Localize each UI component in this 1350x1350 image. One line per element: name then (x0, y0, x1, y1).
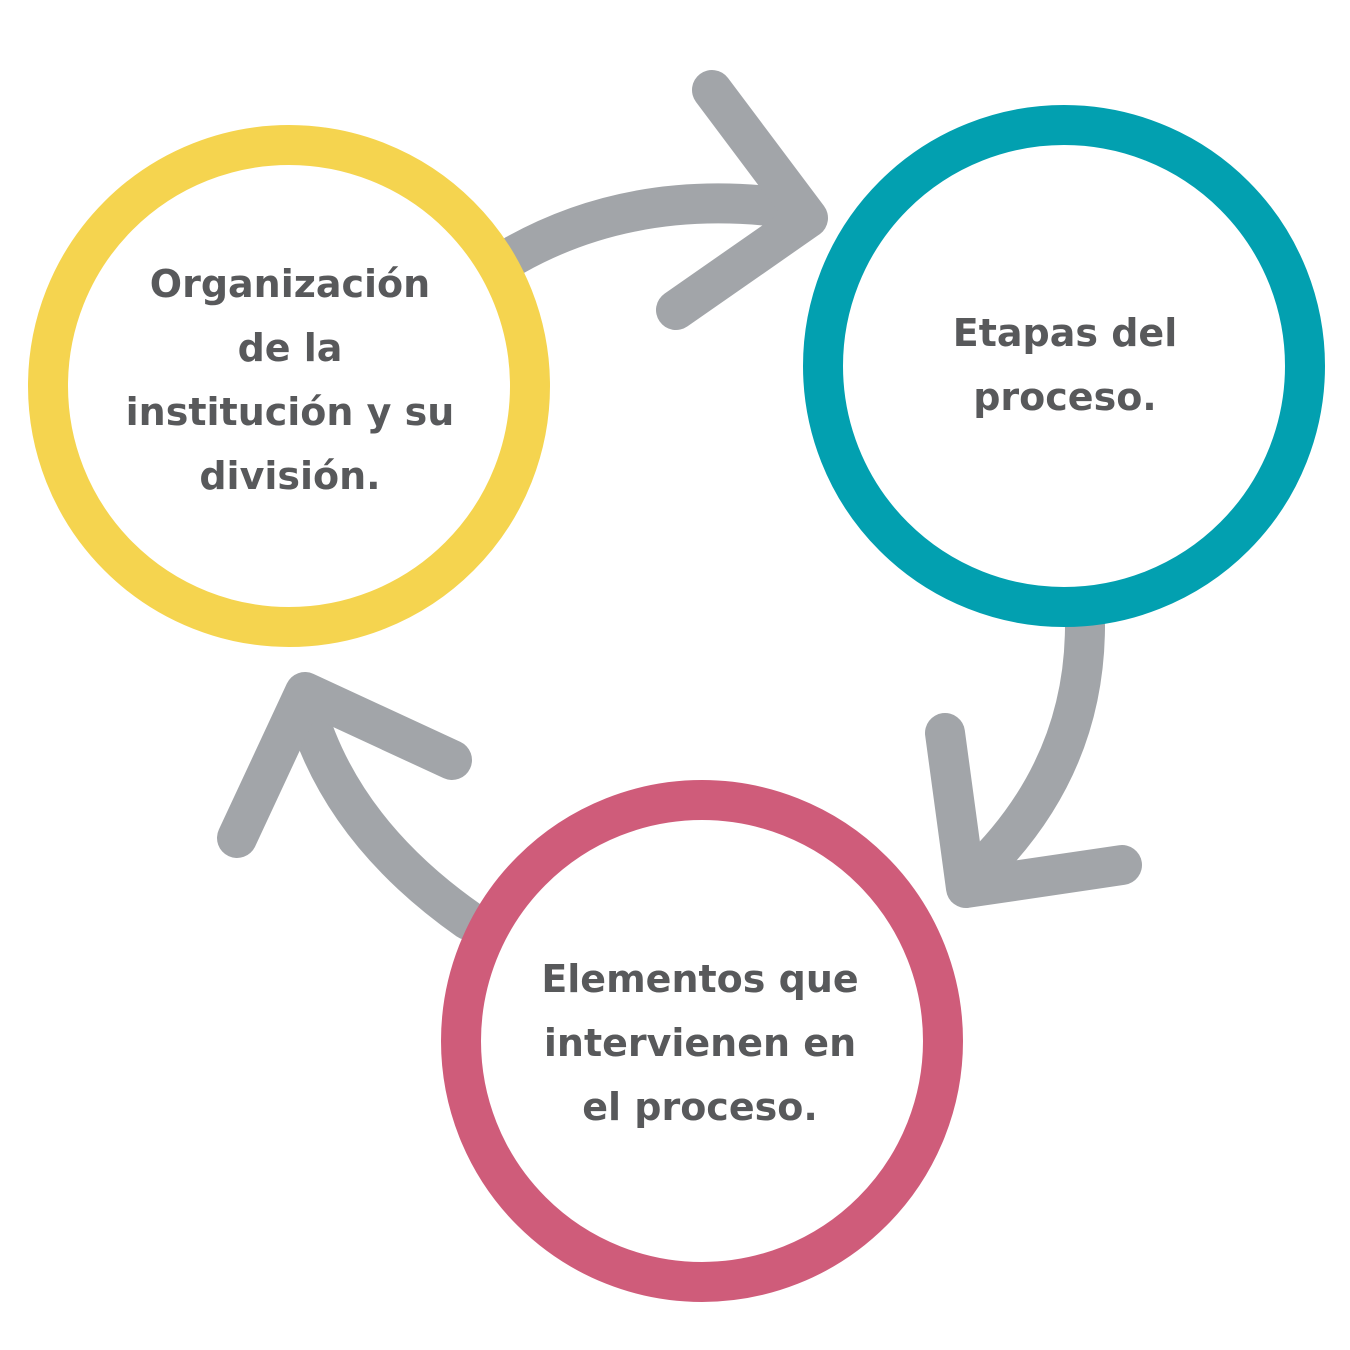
label-line: división. (199, 454, 381, 498)
label-line: Elementos que (541, 956, 859, 1001)
arrow-head (217, 672, 472, 858)
node-label-organizacion: Organización de la institución y su divi… (90, 255, 490, 505)
label-line: de la (237, 326, 343, 370)
node-circle-etapas (803, 105, 1325, 627)
node-label-etapas: Etapas del proceso. (870, 300, 1260, 430)
node-label-elementos: Elementos que intervienen en el proceso. (500, 945, 900, 1140)
arrow-shaft (955, 605, 1105, 895)
arrow-elementos-to-organizacion (217, 672, 488, 940)
arrow-etapas-to-elementos (925, 605, 1142, 908)
arrow-shaft (285, 685, 488, 940)
node-circle-organizacion (28, 125, 550, 647)
label-line: el proceso. (582, 1084, 818, 1129)
label-line: Etapas del (952, 311, 1178, 355)
label-line: Organización (149, 262, 431, 306)
node-circle-elementos (441, 780, 963, 1302)
arrow-head (925, 713, 1142, 908)
arrow-organizacion-to-etapas (495, 70, 828, 330)
label-line: proceso. (973, 375, 1157, 419)
label-line: institución y su (125, 390, 455, 434)
label-line: intervienen en (543, 1020, 857, 1065)
arrow-head (656, 70, 828, 330)
arrow-shaft (495, 183, 820, 275)
